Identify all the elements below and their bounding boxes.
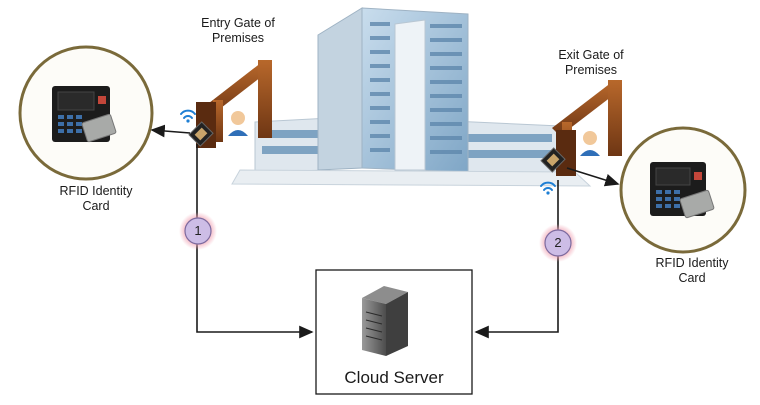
step-1-number: 1 xyxy=(194,223,202,238)
entry-to-server-arrow xyxy=(196,144,314,339)
rfid-card-label-right: RFID Identity Card xyxy=(655,256,729,285)
rfid-card-circle-left xyxy=(18,45,154,181)
person-icon xyxy=(228,111,248,136)
rfid-reader-icon xyxy=(540,147,566,173)
server-icon xyxy=(362,286,408,356)
exit-gate-label: Exit Gate of Premises xyxy=(558,48,624,77)
entry-gate-barrier xyxy=(196,60,272,148)
step-1-badge xyxy=(179,212,217,250)
exit-gate-barrier xyxy=(552,80,622,176)
step-2-number: 2 xyxy=(554,235,562,250)
cloud-server-label: Cloud Server xyxy=(344,368,444,387)
exit-to-card-arrow xyxy=(566,167,620,187)
office-building-icon xyxy=(231,7,592,187)
rfid-card-circle-right xyxy=(619,126,747,254)
rfid-reader-icon xyxy=(188,121,214,147)
wifi-icon xyxy=(180,109,196,123)
person-icon xyxy=(580,131,600,156)
step-2-badge xyxy=(539,224,577,262)
entry-gate-label: Entry Gate of Premises xyxy=(201,16,275,45)
wifi-icon xyxy=(540,181,556,195)
rfid-card-label-left: RFID Identity Card xyxy=(59,184,133,213)
entry-to-card-arrow xyxy=(150,124,191,138)
